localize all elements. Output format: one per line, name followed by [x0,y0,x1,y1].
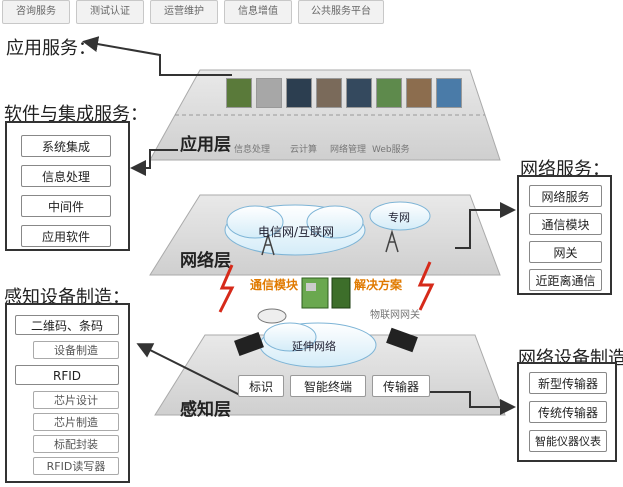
private-net-cloud-shape [369,201,431,231]
sensing-card-transmitter: 传输器 [372,375,430,397]
private-net-label: 专网 [388,211,410,224]
telecom-cloud-label: 电信网/互联网 [258,225,335,239]
network-item-comm-module: 通信模块 [529,213,602,235]
app-photo-7 [406,78,432,108]
app-photo-4 [316,78,342,108]
solution-board [331,277,351,309]
app-photo-6 [376,78,402,108]
app-label-network-management: 网络管理 [330,145,367,155]
network-service-panel: 网络服务 通信模块 网关 近距离通信 [517,175,612,295]
software-panel: 系统集成 信息处理 中间件 应用软件 [5,121,130,251]
app-photo-5 [346,78,372,108]
iot-gateway-label: 物联网网关 [370,310,420,321]
software-service-heading: 软件与集成服务： [4,104,148,125]
app-photo-2 [256,78,282,108]
extension-net-label: 延伸网络 [292,340,336,353]
app-label-cloud: 云计算 [290,145,318,155]
app-photo-3 [286,78,312,108]
connector-network-to-service [455,202,516,249]
app-label-info-processing: 信息处理 [234,145,271,155]
lightning-right-icon [417,261,435,311]
software-item-app-software: 应用软件 [21,225,111,247]
app-label-web-service: Web服务 [372,145,410,155]
antenna-icon [261,229,399,256]
tab-operations[interactable]: 运营维护 [150,0,218,24]
network-service-heading: 网络服务： [520,159,610,180]
network-item-gateway: 网关 [529,241,602,263]
software-item-middleware: 中间件 [21,195,111,217]
solution-label: 解决方案 [354,278,403,292]
gateway-left-device [234,332,264,356]
sensing-item-chip-manufacture: 芯片制造 [33,413,119,431]
network-item-short-range: 近距离通信 [529,269,602,291]
sensing-manufacture-heading: 感知设备制造： [4,287,130,308]
sensing-manufacture-panel: 二维码、条码 设备制造 RFID 芯片设计 芯片制造 标配封装 RFID读写器 [5,303,130,483]
sensing-item-rfid: RFID [15,365,119,385]
tab-value-added[interactable]: 信息增值 [224,0,292,24]
connector-transport-to-device [430,391,516,415]
sensing-card-identification: 标识 [238,375,284,397]
sensor-device [257,308,287,324]
connector-applayer-to-software [130,149,178,176]
app-photo-8 [436,78,462,108]
sensing-item-chip-design: 芯片设计 [33,391,119,409]
sensing-item-device-manufacture: 设备制造 [33,341,119,359]
device-item-new-transmitter: 新型传输器 [529,372,607,394]
software-item-system-integration: 系统集成 [21,135,111,157]
sensing-card-smart-terminal: 智能终端 [290,375,366,397]
tab-consulting[interactable]: 咨询服务 [2,0,70,24]
software-item-info-processing: 信息处理 [21,165,111,187]
sensing-item-packaging: 标配封装 [33,435,119,453]
device-item-traditional-transmitter: 传统传输器 [529,401,607,423]
comm-module-chip [301,277,329,309]
tab-public-platform[interactable]: 公共服务平台 [298,0,384,24]
comm-module-label: 通信模块 [250,278,299,292]
tab-testing[interactable]: 测试认证 [76,0,144,24]
lightning-left-icon [218,264,235,313]
sensing-item-rfid-reader: RFID读写器 [33,457,119,475]
sensing-item-barcode: 二维码、条码 [15,315,119,335]
network-device-panel: 新型传输器 传统传输器 智能仪器仪表 [517,362,617,462]
sensing-layer-title: 感知层 [180,400,231,420]
gateway-right-device [386,327,418,353]
connector-app-to-heading [82,36,232,76]
network-item-service: 网络服务 [529,185,602,207]
app-photo-1 [226,78,252,108]
network-layer-title: 网络层 [180,251,231,271]
device-item-smart-meter: 智能仪器仪表 [529,430,607,452]
app-service-heading: 应用服务： [6,38,96,59]
app-layer-title: 应用层 [180,135,231,155]
